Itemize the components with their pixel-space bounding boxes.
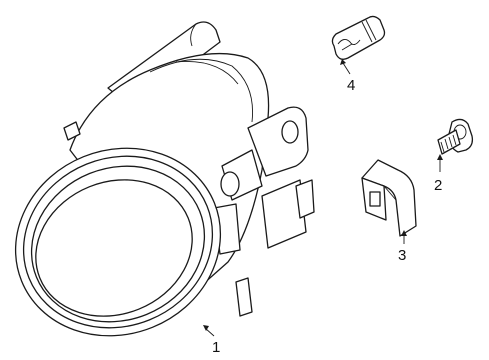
callout-4: 4	[340, 59, 355, 94]
callout-2: 2	[434, 154, 443, 194]
callout-3: 3	[398, 230, 407, 264]
bulb[interactable]	[331, 15, 386, 60]
callout-label-2: 2	[434, 177, 442, 194]
callout-label-4: 4	[347, 77, 355, 94]
callout-label-1: 1	[212, 339, 220, 356]
mounting-bolt[interactable]	[437, 118, 474, 155]
callout-label-3: 3	[398, 247, 406, 264]
fog-lamp-assembly[interactable]	[0, 21, 315, 360]
retaining-clip[interactable]	[361, 159, 417, 237]
callout-1: 1	[203, 325, 220, 356]
